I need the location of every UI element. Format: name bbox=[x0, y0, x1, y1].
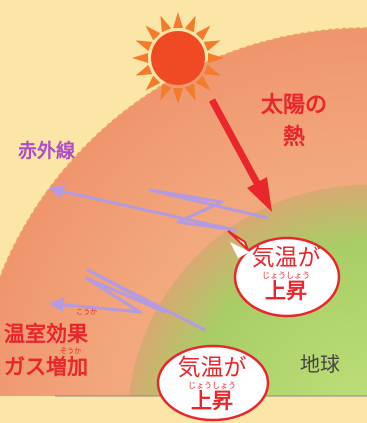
temperature-bubble-lower bbox=[156, 344, 270, 422]
sun-icon bbox=[132, 12, 224, 104]
solar-heat-label-line1: 太陽の bbox=[260, 93, 327, 118]
earth-label: 地球 bbox=[300, 352, 340, 376]
greenhouse-gas-label-line1: 温室効果 bbox=[4, 322, 88, 346]
infrared-label: 赤外線 bbox=[18, 140, 76, 162]
bubble-text-lower: 気温が じょうしょう 上昇 bbox=[162, 357, 262, 412]
greenhouse-gas-label: 温室効果 ガス増加 bbox=[4, 318, 88, 384]
solar-heat-label-line2: 熱 bbox=[282, 125, 305, 150]
bubble-main-text: 気温が bbox=[251, 245, 321, 271]
ruby-zouka: ぞうか bbox=[60, 347, 81, 355]
solar-heat-arrow bbox=[208, 98, 272, 212]
bubble-ruby-text: じょうしょう bbox=[262, 271, 310, 280]
infrared-arrow-upper bbox=[48, 184, 269, 232]
bubble-ruby-text: じょうしょう bbox=[188, 381, 236, 390]
solar-heat-label: 太陽の 熱 bbox=[244, 90, 344, 154]
greenhouse-gas-label-line2: ガス増加 bbox=[4, 355, 88, 379]
temperature-bubble-upper bbox=[227, 230, 341, 318]
infrared-arrows bbox=[48, 184, 269, 332]
ruby-kouka: こうか bbox=[76, 308, 97, 316]
bubble-text-upper: 気温が じょうしょう 上昇 bbox=[236, 247, 336, 302]
bubble-sub-text: 上昇 bbox=[265, 279, 307, 303]
bubble-main-text: 気温が bbox=[177, 355, 247, 381]
infrared-arrow-lower bbox=[48, 268, 206, 332]
atmosphere-boundary bbox=[0, 27, 367, 280]
bubble-sub-text: 上昇 bbox=[191, 389, 233, 413]
